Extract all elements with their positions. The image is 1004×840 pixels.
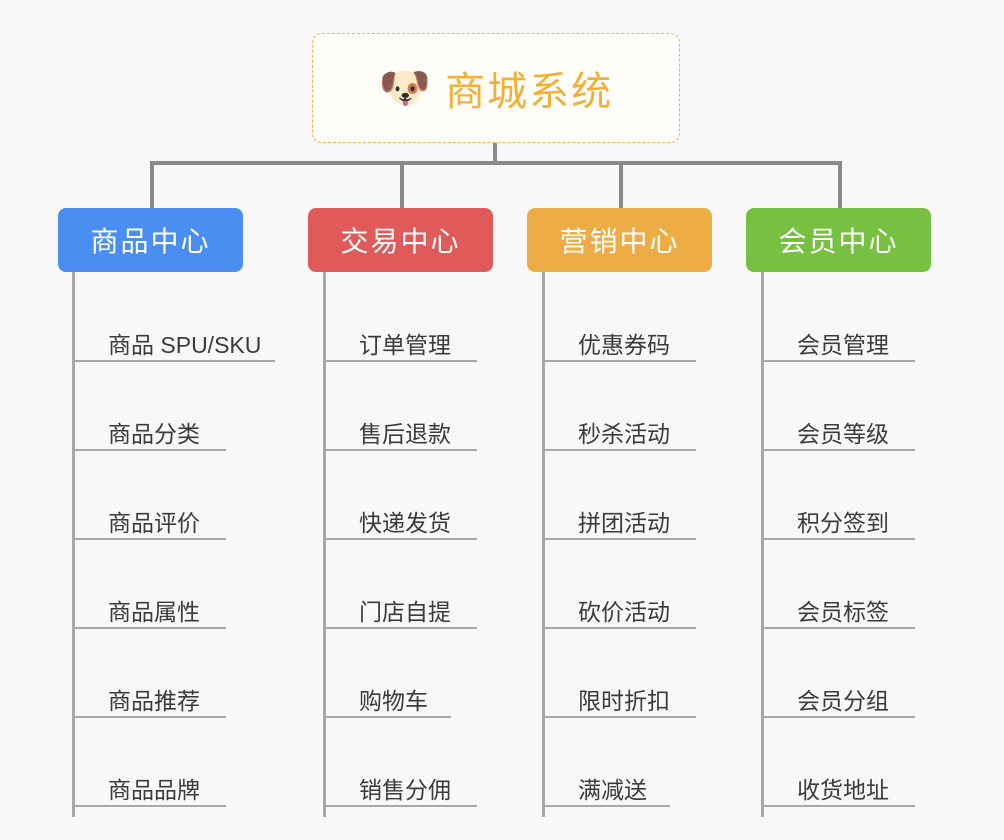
- leaf-item[interactable]: 商品属性: [72, 584, 226, 629]
- leaf-item-label: 秒杀活动: [578, 420, 670, 447]
- leaf-item-label: 限时折扣: [578, 687, 670, 714]
- category-label: 会员中心: [778, 226, 899, 257]
- leaf-item[interactable]: 会员等级: [761, 406, 915, 451]
- leaf-item[interactable]: 售后退款: [323, 406, 477, 451]
- leaf-item[interactable]: 限时折扣: [542, 673, 696, 718]
- leaf-item[interactable]: 订单管理: [323, 317, 477, 362]
- leaf-item-label: 订单管理: [359, 331, 451, 358]
- leaf-spine: [323, 272, 326, 817]
- leaf-item-label: 积分签到: [797, 509, 889, 536]
- leaf-item-label: 商品分类: [108, 420, 200, 447]
- leaf-item[interactable]: 会员分组: [761, 673, 915, 718]
- leaf-item-label: 满减送: [578, 776, 647, 803]
- leaf-item-label: 商品品牌: [108, 776, 200, 803]
- root-node[interactable]: 🐶 商城系统: [312, 33, 680, 143]
- leaf-item-label: 门店自提: [359, 598, 451, 625]
- connector-drop-2: [400, 161, 404, 208]
- leaf-item-label: 商品属性: [108, 598, 200, 625]
- leaf-item-label: 快递发货: [359, 509, 451, 536]
- leaf-item-label: 销售分佣: [359, 776, 451, 803]
- leaf-item-label: 会员管理: [797, 331, 889, 358]
- leaf-item-label: 商品 SPU/SKU: [108, 331, 262, 358]
- leaf-item[interactable]: 购物车: [323, 673, 451, 718]
- category-card-3[interactable]: 营销中心: [527, 208, 712, 272]
- leaf-item[interactable]: 优惠券码: [542, 317, 696, 362]
- leaf-item[interactable]: 满减送: [542, 762, 670, 807]
- connector-root-stem: [493, 143, 497, 164]
- leaf-item-label: 商品推荐: [108, 687, 200, 714]
- leaf-item[interactable]: 会员管理: [761, 317, 915, 362]
- leaf-item-label: 会员分组: [797, 687, 889, 714]
- leaf-item[interactable]: 商品推荐: [72, 673, 226, 718]
- dog-face-icon: 🐶: [378, 64, 432, 111]
- leaf-item[interactable]: 快递发货: [323, 495, 477, 540]
- leaf-item-label: 砍价活动: [578, 598, 670, 625]
- leaf-spine: [542, 272, 545, 817]
- leaf-item-label: 购物车: [359, 687, 428, 714]
- leaf-item-label: 优惠券码: [578, 331, 670, 358]
- leaf-item[interactable]: 商品 SPU/SKU: [72, 317, 275, 362]
- leaf-item-label: 收货地址: [797, 776, 889, 803]
- leaf-spine: [761, 272, 764, 817]
- leaf-item-label: 会员等级: [797, 420, 889, 447]
- category-card-4[interactable]: 会员中心: [746, 208, 931, 272]
- leaf-item[interactable]: 收货地址: [761, 762, 915, 807]
- category-label: 营销中心: [559, 226, 680, 257]
- leaf-item[interactable]: 秒杀活动: [542, 406, 696, 451]
- connector-drop-4: [838, 161, 842, 208]
- category-label: 商品中心: [90, 226, 211, 257]
- leaf-item-label: 会员标签: [797, 598, 889, 625]
- root-title: 商城系统: [445, 70, 614, 114]
- leaf-item-label: 商品评价: [108, 509, 200, 536]
- leaf-spine: [72, 272, 75, 817]
- connector-horizontal-bus: [150, 161, 842, 165]
- leaf-item[interactable]: 销售分佣: [323, 762, 477, 807]
- leaf-item-label: 拼团活动: [578, 509, 670, 536]
- leaf-item[interactable]: 拼团活动: [542, 495, 696, 540]
- leaf-item[interactable]: 商品分类: [72, 406, 226, 451]
- leaf-item[interactable]: 会员标签: [761, 584, 915, 629]
- category-card-1[interactable]: 商品中心: [58, 208, 243, 272]
- connector-drop-3: [619, 161, 623, 208]
- leaf-item[interactable]: 商品评价: [72, 495, 226, 540]
- category-card-2[interactable]: 交易中心: [308, 208, 493, 272]
- leaf-item[interactable]: 门店自提: [323, 584, 477, 629]
- leaf-item-label: 售后退款: [359, 420, 451, 447]
- leaf-item[interactable]: 积分签到: [761, 495, 915, 540]
- leaf-item[interactable]: 商品品牌: [72, 762, 226, 807]
- connector-drop-1: [150, 161, 154, 208]
- category-label: 交易中心: [340, 226, 461, 257]
- leaf-item[interactable]: 砍价活动: [542, 584, 696, 629]
